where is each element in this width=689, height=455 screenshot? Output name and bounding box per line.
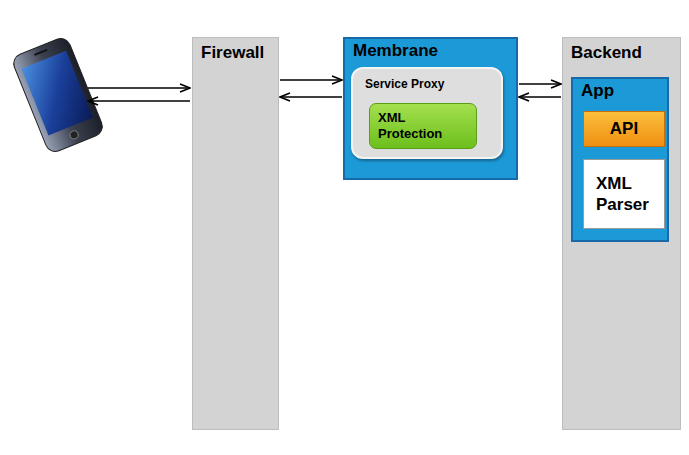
service-proxy-box: Service ProxyXML Protection [351,67,503,159]
app-box: AppAPI XML Parser [571,77,669,242]
backend-band: BackendAppAPI XML Parser [562,37,681,430]
phone-arrow [88,100,190,102]
node-label: Firewall [193,38,278,63]
message-arrow [280,79,342,81]
node-label: Service Proxy [353,69,501,91]
interceptor-box: XML Protection [369,103,477,149]
node-label: Membrane [345,39,516,61]
node-label: App [573,79,667,101]
node-label: API [610,119,638,139]
parser-box: XML Parser [583,159,665,229]
phone-icon [11,36,106,155]
node-label: XML Protection [370,110,476,141]
firewall-band: Firewall [192,37,279,430]
message-arrow [280,96,342,98]
phone-arrow [88,87,190,89]
node-label: XML Parser [596,173,664,216]
proxy-server-box: MembraneService ProxyXML Protection [343,37,518,180]
message-arrow [519,96,561,98]
node-label: Backend [563,38,680,63]
message-arrow [519,83,561,85]
api-box: API [583,111,665,147]
